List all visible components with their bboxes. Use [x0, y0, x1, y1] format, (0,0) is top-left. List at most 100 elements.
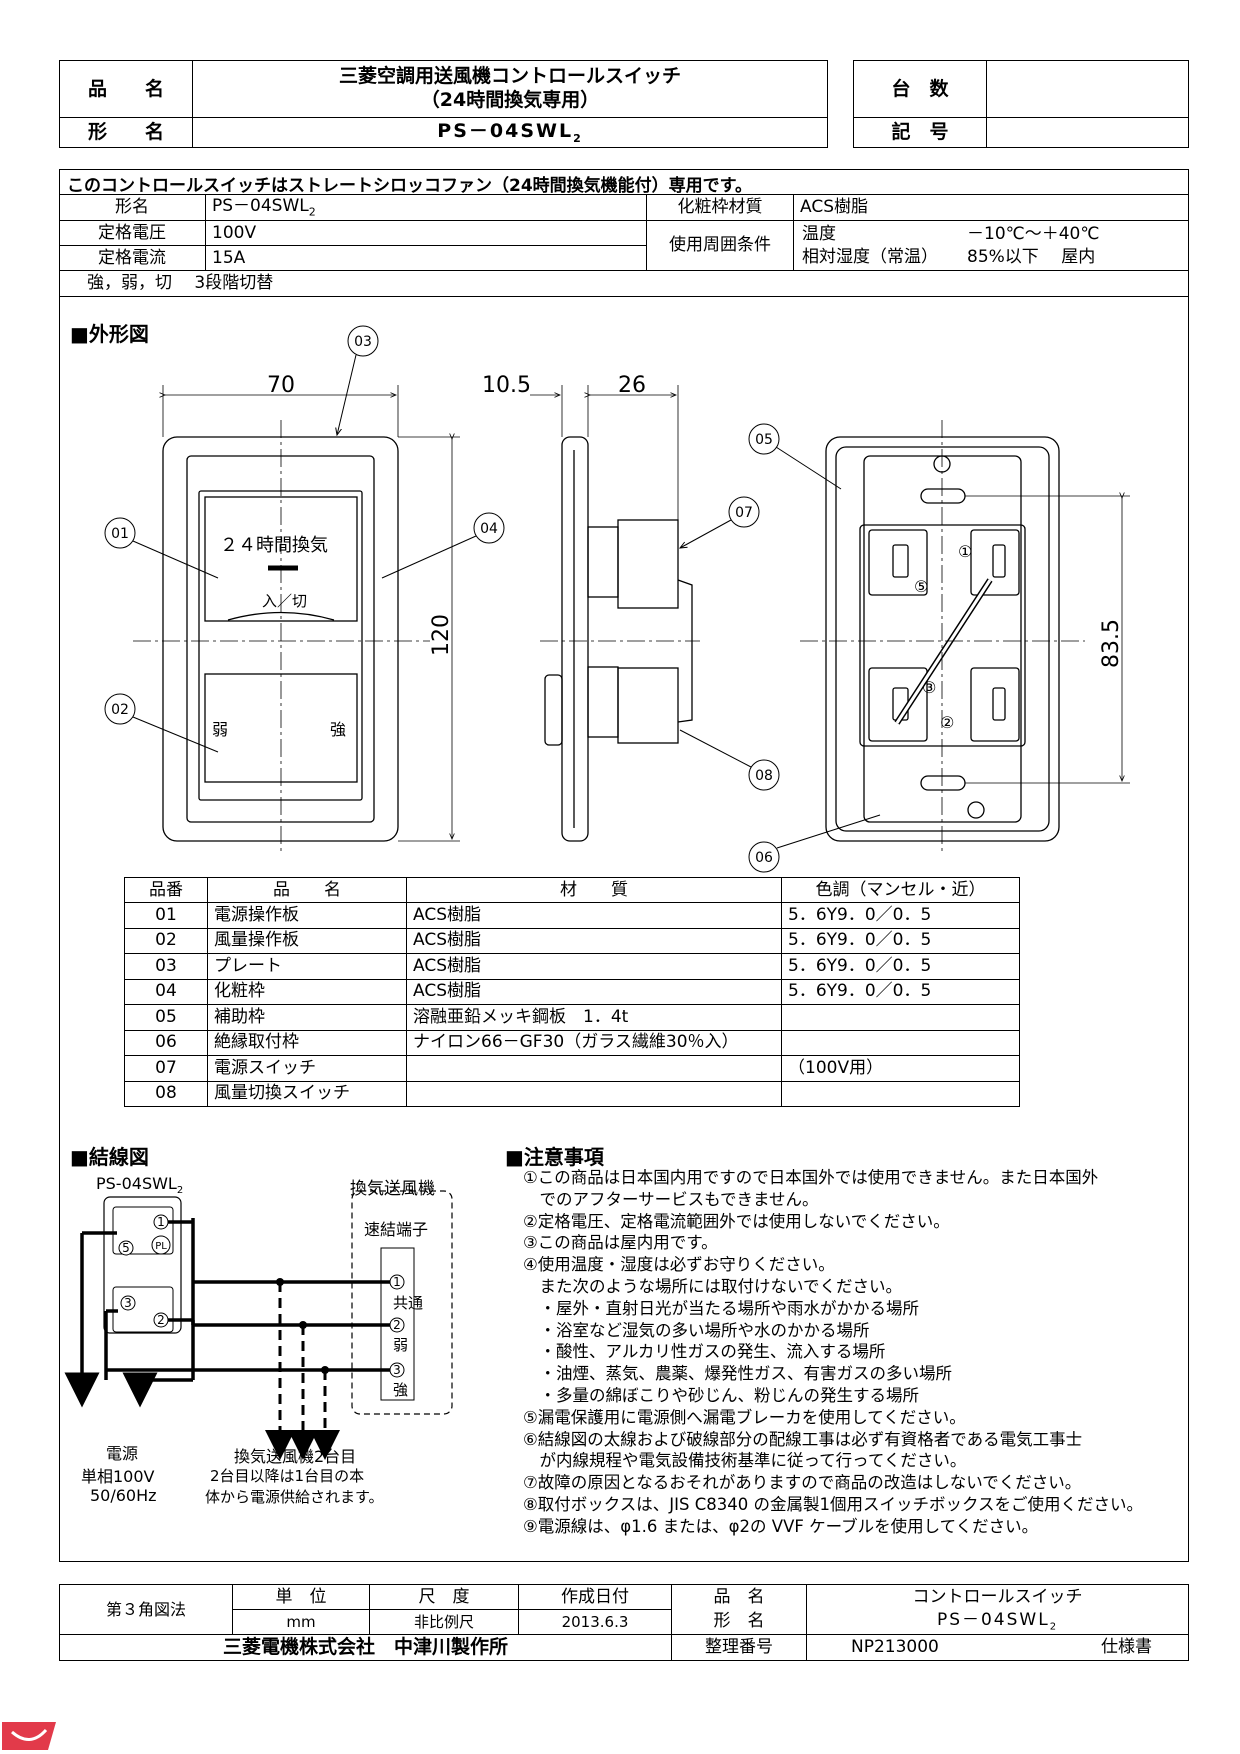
spec-voltage-value: 100V [205, 220, 647, 246]
body-frame [59, 169, 1189, 1562]
dim-83-5: 83.5 [1099, 619, 1124, 668]
footer-keimei-label: 形 名 [671, 1609, 807, 1635]
note-line: また次のような場所には取付けないでください。 [523, 1276, 903, 1296]
callout-03: 03 [354, 334, 372, 350]
kigou-label: 記 号 [853, 117, 987, 148]
note-line: ①この商品は日本国内用ですので日本国外では使用できません。また日本国外 [523, 1168, 1099, 1187]
wiring-switch-model-sub: 2 [176, 1185, 184, 1197]
parts-color: 5．6Y9．0／0．5 [781, 927, 1020, 954]
front-view [133, 385, 460, 855]
callout-05: 05 [755, 432, 773, 448]
svg-text:2: 2 [393, 1318, 401, 1332]
second-fan-label: 換気送風機2台目 [234, 1447, 357, 1466]
spec-frame-material-value: ACS樹脂 [793, 194, 1189, 221]
svg-text:1: 1 [157, 1215, 165, 1229]
parts-material: ACS樹脂 [406, 953, 782, 980]
notes-title: ■注意事項 [505, 1145, 604, 1169]
callout-01: 01 [111, 526, 129, 542]
footer-doc-type: 仕様書 [1101, 1637, 1152, 1658]
parts-header-no: 品番 [124, 877, 208, 903]
front-strong-label: 強 [330, 720, 346, 739]
power-spec1: 単相100V [81, 1467, 155, 1486]
outline-drawing: 70 10.5 26 120 83.5 ２４時間換気 入／切 弱 強 ① ② ③… [104, 325, 1130, 873]
svg-text:1: 1 [393, 1275, 401, 1289]
power-spec2: 50/60Hz [90, 1486, 157, 1505]
corner-mark-icon [2, 1722, 56, 1750]
power-label: 電源 [106, 1444, 139, 1463]
spec-model-value: PS－04SWL [212, 195, 309, 216]
svg-text:3: 3 [124, 1296, 132, 1310]
parts-header-name: 品 名 [207, 877, 407, 903]
notes-list: ①この商品は日本国内用ですので日本国外では使用できません。また日本国外 でのアフ… [523, 1167, 1143, 1538]
callout-06: 06 [755, 850, 773, 866]
spec-table: 形名 PS－04SWL2 化粧枠材質 ACS樹脂 定格電圧 100V 使用周囲条… [59, 194, 1189, 297]
footer-projection: 第３角図法 [59, 1584, 233, 1635]
footer-unit-value: mm [232, 1609, 370, 1635]
note-line: ③この商品は屋内用です。 [523, 1233, 718, 1253]
terminal-common: 共通 [393, 1294, 423, 1312]
spec-intro: このコントロールスイッチはストレートシロッコファン（24時間換気機能付）専用です… [67, 176, 752, 196]
note-line: が内線規程や電気設備技術基準に従って行ってください。 [523, 1451, 967, 1471]
wiring-title: ■結線図 [70, 1145, 149, 1169]
parts-material [406, 1055, 782, 1082]
footer-scale-value: 非比例尺 [369, 1609, 519, 1635]
front-weak-label: 弱 [212, 720, 228, 739]
note-line: ・浴室など湿気の多い場所や水のかかる場所 [523, 1320, 870, 1340]
model-name: PS－04SWL [437, 119, 574, 142]
dim-10-5: 10.5 [482, 373, 531, 398]
spec-temp-label: 温度 [802, 223, 836, 244]
model-cell: PS－04SWL2 [192, 117, 828, 148]
parts-header-material: 材 質 [406, 877, 782, 903]
product-name: 三菱空調用送風機コントロールスイッチ （24時間換気専用） [192, 60, 828, 118]
dim-70: 70 [267, 373, 295, 398]
parts-color: 5．6Y9．0／0．5 [781, 902, 1020, 929]
note-line: でのアフターサービスもできません。 [523, 1189, 819, 1209]
header-table: 品 名 三菱空調用送風機コントロールスイッチ （24時間換気専用） 形 名 PS… [59, 60, 828, 148]
note-line: ⑦故障の原因となるおそれがありますので商品の改造はしないでください。 [523, 1473, 1082, 1493]
back-view [800, 420, 1130, 855]
spec-model-sub: 2 [308, 205, 316, 219]
note-line: ・酸性、アルカリ性ガスの発生、流入する場所 [523, 1342, 886, 1362]
parts-no: 08 [124, 1080, 208, 1107]
parts-color [781, 1029, 1020, 1056]
callout-02: 02 [111, 702, 129, 718]
note-line: ②定格電圧、定格電流範囲外では使用しないでください。 [523, 1211, 950, 1231]
hinmei-label: 品 名 [59, 60, 193, 118]
note-line: ⑤漏電保護用に電源側へ漏電ブレーカを使用してください。 [523, 1407, 966, 1427]
parts-material: ACS樹脂 [406, 978, 782, 1005]
parts-no: 04 [124, 978, 208, 1005]
wiring-terminal-title: 速結端子 [364, 1220, 429, 1239]
parts-name: 化粧枠 [207, 978, 407, 1005]
parts-color: 5．6Y9．0／0．5 [781, 978, 1020, 1005]
spec-frame-material-label: 化粧枠材質 [646, 194, 794, 221]
parts-material: ナイロン66－GF30（ガラス繊維30％入） [406, 1029, 782, 1056]
count-table: 台 数 記 号 [853, 60, 1189, 148]
spec-humidity-row: 相対湿度（常温）85%以下 屋内 [802, 247, 1183, 267]
spec-temp-value: －10℃～＋40℃ [967, 223, 1100, 244]
spec-temp-row: 温度 －10℃～＋40℃ [802, 225, 1183, 244]
dim-120: 120 [429, 614, 454, 656]
wiring-fan-title: 換気送風機 [350, 1179, 435, 1199]
footer-hinmei-label: 品 名 [671, 1584, 807, 1610]
back-num-5: ⑤ [914, 577, 928, 596]
footer-date-value: 2013.6.3 [518, 1609, 672, 1635]
footer-company: 三菱電機株式会社 中津川製作所 [59, 1634, 672, 1661]
footer-model: PS－04SWL [936, 1610, 1050, 1631]
callout-08: 08 [755, 768, 773, 784]
parts-name: 風量切換スイッチ [207, 1080, 407, 1107]
product-name-line1: 三菱空調用送風機コントロールスイッチ [338, 65, 681, 88]
second-fan-note2: 体から電源供給されます。 [205, 1488, 384, 1506]
spec-env-label: 使用周囲条件 [646, 220, 794, 271]
svg-text:3: 3 [393, 1363, 401, 1377]
footer-model-sub: 2 [1049, 1621, 1059, 1633]
footer-unit-label: 単 位 [232, 1584, 370, 1610]
parts-name: 電源操作板 [207, 902, 407, 929]
parts-no: 02 [124, 927, 208, 954]
